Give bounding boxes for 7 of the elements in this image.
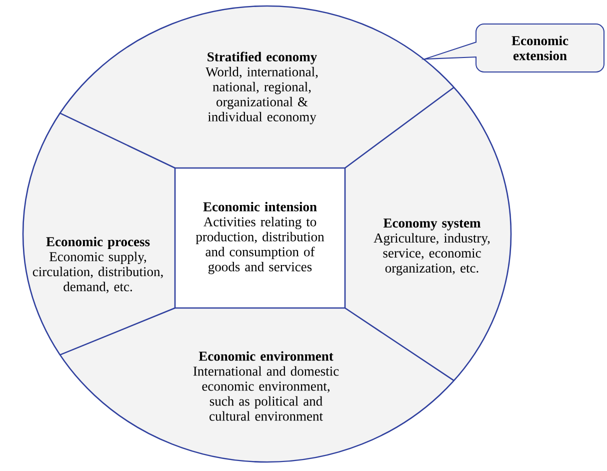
concept-box: Economic intension Activities relating to production, distribution and consumption of goods and services [174, 167, 346, 309]
callout-tail [420, 42, 477, 60]
segment-text: Economic process Economic supply, circulation, distribution, demand, etc. [32, 236, 163, 294]
segment-text: Stratified economy World, international, national, regional, organizational & individual economy [206, 52, 318, 124]
callout: Economic extension [476, 24, 604, 72]
segment-text: Economy system Agriculture, industry, service, economic organization, etc. [374, 218, 490, 276]
segment-text: Economic environment International and domestic economic environment, such as political and cultural environment [193, 351, 339, 421]
